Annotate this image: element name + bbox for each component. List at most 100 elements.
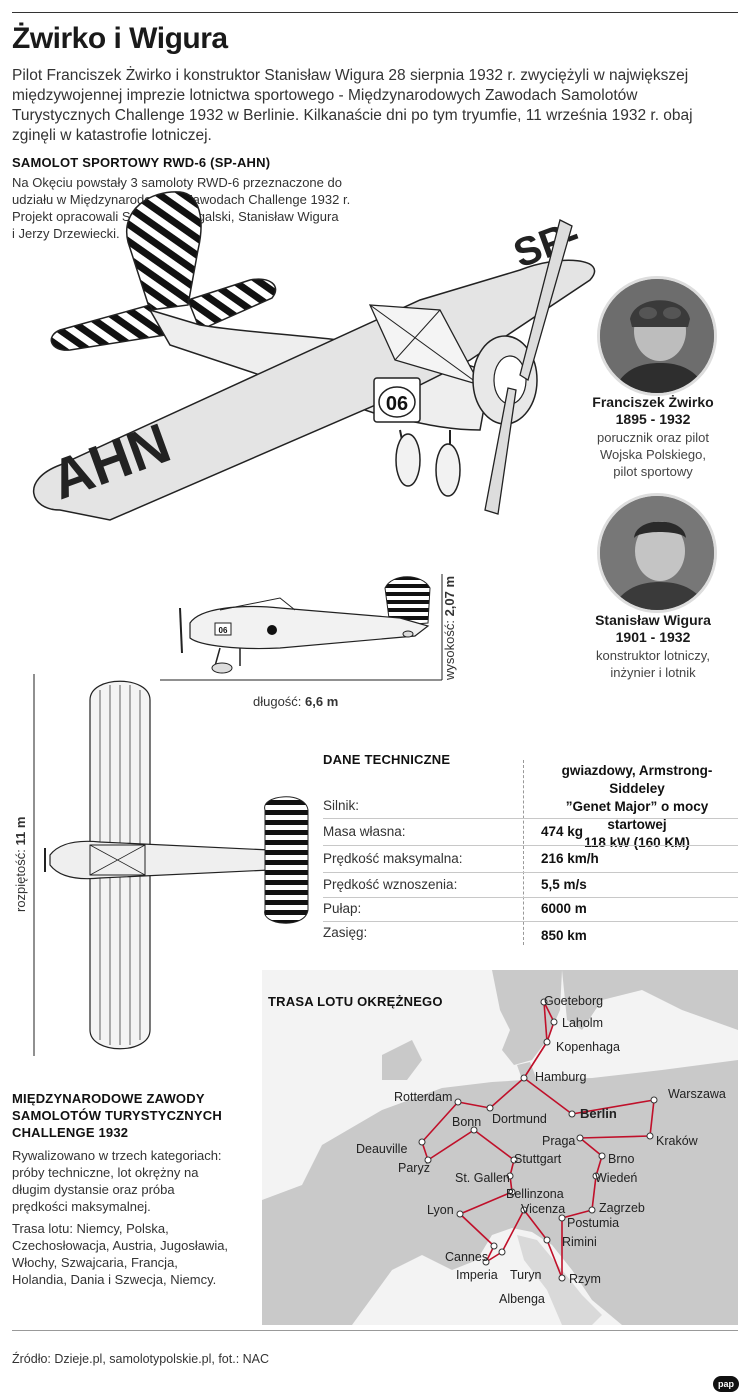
challenge-heading-line: SAMOLOTÓW TURYSTYCZNYCH	[12, 1108, 222, 1123]
portrait-zwirko	[597, 276, 717, 396]
route-segment	[571, 1099, 655, 1115]
city-marker-postumia	[558, 1214, 566, 1222]
city-marker-bellinzona	[508, 1188, 516, 1196]
challenge-line: długim dystansie oraz próba	[12, 1182, 175, 1197]
city-marker-deauville	[418, 1138, 426, 1146]
person-desc-line: konstruktor lotniczy,	[596, 648, 710, 663]
spec-separator	[323, 872, 738, 873]
route-segment	[543, 1001, 555, 1023]
city-laholm: Laholm	[562, 1016, 603, 1030]
city-marker-stgallen	[506, 1172, 514, 1180]
route-segment	[421, 1101, 459, 1143]
city-imperia: Imperia	[456, 1268, 498, 1282]
person-name-zwirko: Franciszek Żwirko	[592, 394, 714, 410]
route-segment	[591, 1175, 597, 1211]
person-desc-line: inżynier i lotnik	[610, 665, 696, 680]
aircraft-desc-line: Na Okęciu powstały 3 samoloty RWD-6 prze…	[12, 175, 342, 190]
source-footer: Źródło: Dzieje.pl, samolotypolskie.pl, f…	[12, 1352, 270, 1366]
person-years-zwirko: 1895 - 1932	[615, 411, 691, 427]
route-segment	[427, 1129, 475, 1161]
challenge-line: Włochy, Szwajcaria, Francja,	[12, 1255, 178, 1270]
city-marker-dortmund	[486, 1104, 494, 1112]
span-label: rozpiętość:	[13, 845, 28, 912]
length-dimension: długość: 6,6 m	[253, 693, 338, 710]
spec-separator	[323, 845, 738, 846]
city-turyn: Turyn	[510, 1268, 542, 1282]
challenge-line: prędkości maksymalnej.	[12, 1199, 151, 1214]
route-map: TRASA LOTU OKRĘŻNEGO Goeteborg Laholm Ko…	[262, 970, 738, 1325]
city-rzym: Rzym	[569, 1272, 601, 1286]
spec-value-line: gwiazdowy, Armstrong-Siddeley	[561, 763, 713, 796]
city-praga: Praga	[542, 1134, 576, 1148]
aircraft-desc-line: i Jerzy Drzewiecki.	[12, 226, 120, 241]
route-segment	[546, 1239, 563, 1279]
city-marker-krakow	[646, 1132, 654, 1140]
height-dimension: wysokość: 2,07 m	[441, 576, 458, 680]
challenge-paragraph-1: Rywalizowano w trzech kategoriach: próby…	[12, 1147, 222, 1215]
challenge-heading: MIĘDZYNARODOWE ZAWODY SAMOLOTÓW TURYSTYC…	[12, 1090, 222, 1141]
person-desc-wigura: konstruktor lotniczy, inżynier i lotnik	[573, 647, 733, 681]
city-lyon: Lyon	[427, 1203, 454, 1217]
route-segment	[459, 1191, 513, 1215]
aircraft-main-illustration: SP- AHN 06	[32, 191, 596, 521]
route-segment	[489, 1077, 525, 1109]
map-heading: TRASA LOTU OKRĘŻNEGO	[268, 994, 443, 1009]
spec-label: Prędkość wznoszenia:	[323, 877, 458, 892]
route-segment	[473, 1129, 515, 1161]
city-marker-wieden	[592, 1172, 600, 1180]
city-vicenza: Vicenza	[521, 1202, 566, 1216]
city-marker-rimini	[543, 1236, 551, 1244]
city-paryz: Paryż	[398, 1161, 430, 1175]
top-rule	[12, 12, 738, 13]
person-desc-line: Wojska Polskiego,	[600, 447, 706, 462]
city-marker-rotterdam	[454, 1098, 462, 1106]
city-marker-goeteborg	[540, 998, 548, 1006]
spec-label: Prędkość maksymalna:	[323, 851, 463, 866]
city-zagrzeb: Zagrzeb	[599, 1201, 645, 1215]
challenge-paragraph-2: Trasa lotu: Niemcy, Polska, Czechosłowac…	[12, 1220, 228, 1288]
city-deauville: Deauville	[356, 1142, 408, 1156]
person-name-wigura: Stanisław Wigura	[595, 612, 711, 628]
city-marker-laholm	[550, 1018, 558, 1026]
spec-label: Zasięg:	[323, 925, 368, 940]
length-label: długość:	[253, 694, 306, 709]
city-cannes: Cannes	[445, 1250, 489, 1264]
city-marker-berlin	[568, 1110, 576, 1118]
route-segment	[579, 1137, 603, 1157]
route-segment	[543, 1001, 548, 1043]
city-marker-paryz	[424, 1156, 432, 1164]
city-dortmund: Dortmund	[492, 1112, 547, 1126]
city-marker-rzym	[558, 1274, 566, 1282]
city-marker-zagrzeb	[588, 1206, 596, 1214]
city-postumia: Postumia	[567, 1216, 620, 1230]
bottom-rule	[12, 1330, 738, 1331]
city-marker-praga	[576, 1134, 584, 1142]
spec-value: 474 kg	[541, 824, 584, 839]
route-segment	[579, 1135, 651, 1139]
challenge-heading-line: MIĘDZYNARODOWE ZAWODY	[12, 1091, 205, 1106]
portrait-zwirko-image	[600, 279, 714, 393]
spec-label: Silnik:	[323, 798, 360, 813]
spec-value-line: ”Genet Major” o mocy startowej	[565, 799, 709, 832]
span-dimension: rozpiętość: 11 m	[12, 817, 29, 912]
route-lines	[418, 998, 658, 1282]
spec-value: 5,5 m/s	[541, 877, 587, 892]
spec-label: Pułap:	[323, 901, 362, 916]
page-title: Żwirko i Wigura	[12, 22, 228, 55]
challenge-line: próby techniczne, lot okrężny na	[12, 1165, 199, 1180]
city-marker-stuttgart	[510, 1156, 518, 1164]
route-segment	[523, 1077, 573, 1115]
city-wieden: Wiedeń	[595, 1171, 638, 1185]
height-value: 2,07 m	[442, 575, 457, 617]
route-segment	[649, 1099, 655, 1137]
side-race-number: 06	[219, 626, 228, 635]
city-rotterdam: Rotterdam	[394, 1090, 453, 1104]
person-years-wigura: 1901 - 1932	[615, 629, 691, 645]
city-marker-brno	[598, 1152, 606, 1160]
city-albenga: Albenga	[499, 1292, 545, 1306]
route-segment	[459, 1213, 495, 1247]
spec-value: 216 km/h	[541, 851, 599, 866]
city-marker-imperia	[482, 1258, 490, 1266]
aircraft-side-view: 06	[160, 574, 443, 681]
portrait-wigura	[597, 493, 717, 613]
